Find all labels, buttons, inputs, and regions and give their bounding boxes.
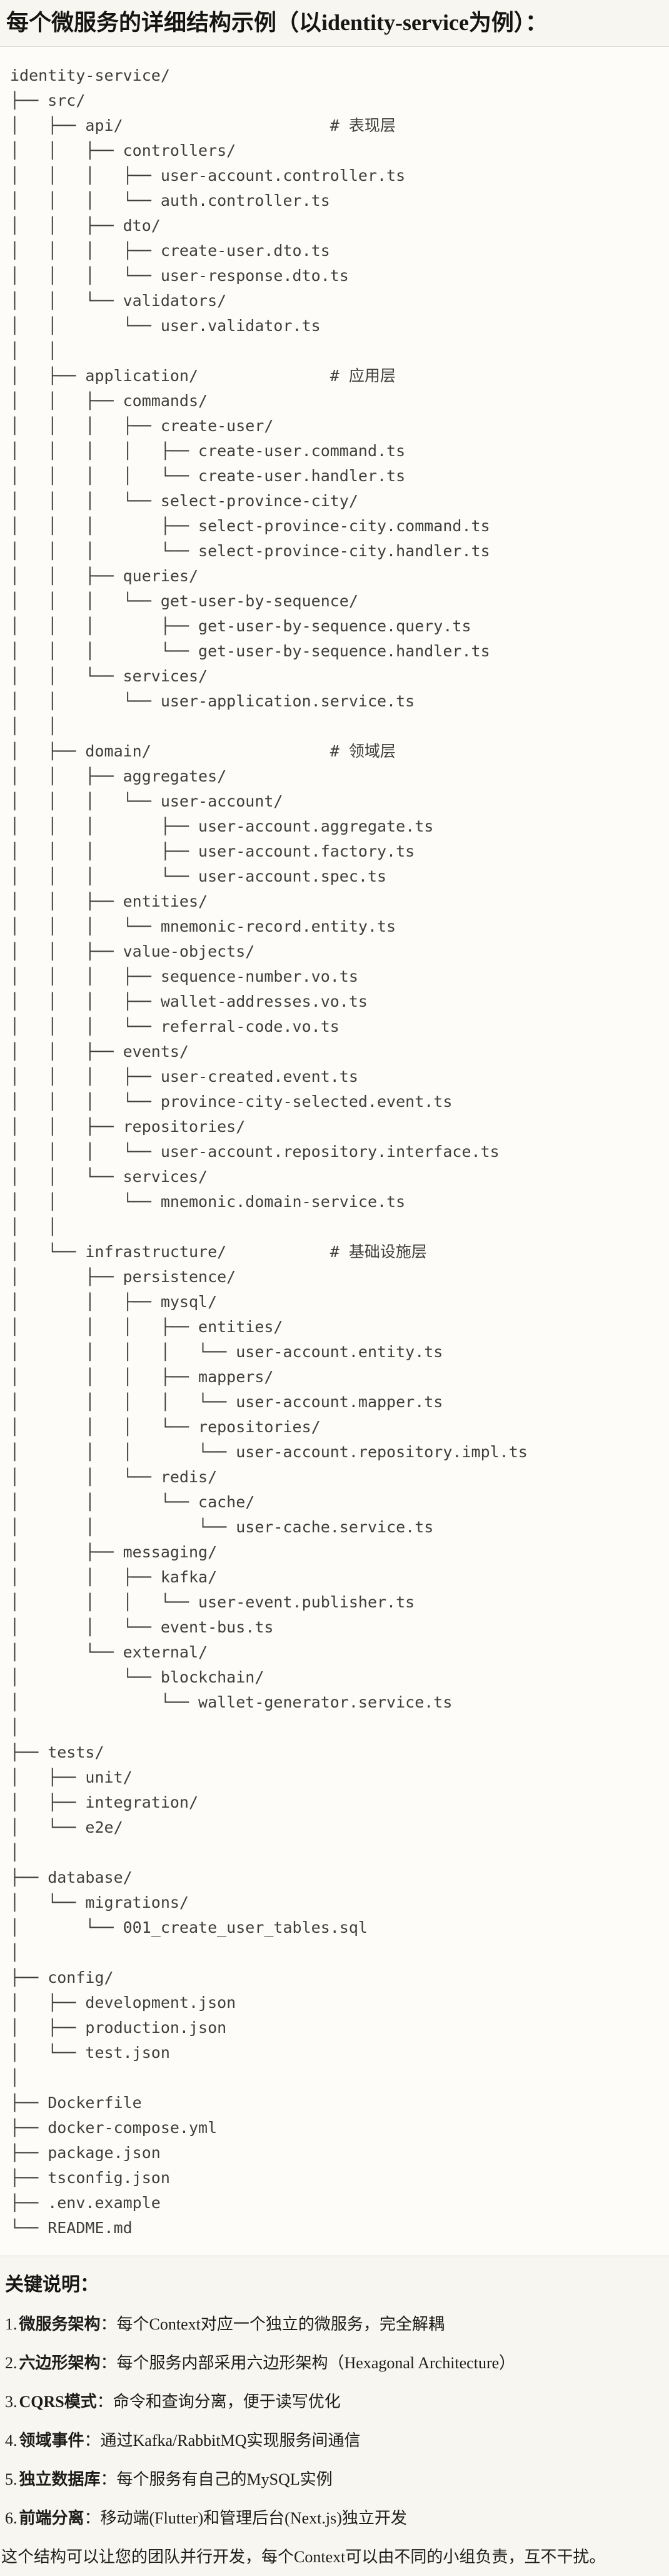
notes-section: 关键说明： 1.微服务架构：每个Context对应一个独立的微服务，完全解耦 2… [0,2256,669,2568]
item-label: 前端分离 [19,2509,84,2527]
notes-heading: 关键说明： [5,2274,99,2295]
item-number: 2. [5,2354,18,2372]
list-item: 2.六边形架构：每个服务内部采用六边形架构（Hexagonal Architec… [5,2353,663,2373]
item-text: 通过Kafka/RabbitMQ实现服务间通信 [100,2431,361,2450]
item-separator: ： [100,2470,117,2488]
footer-paragraph: 这个结构可以让您的团队并行开发，每个Context可以由不同的小组负责，互不干扰… [1,2548,606,2566]
code-block: identity-service/ ├── src/ │ ├── api/ # … [0,46,669,2256]
item-text: 每个Context对应一个独立的微服务，完全解耦 [116,2315,445,2333]
item-label: 独立数据库 [19,2470,101,2488]
list-item: 3.CQRS模式：命令和查询分离，便于读写优化 [5,2391,663,2412]
item-label: 六边形架构 [19,2354,101,2372]
item-text: 命令和查询分离，便于读写优化 [113,2393,341,2411]
item-label: CQRS模式 [19,2393,97,2411]
list-item: 6.前端分离：移动端(Flutter)和管理后台(Next.js)独立开发 [5,2508,663,2528]
item-number: 1. [5,2315,18,2333]
item-label: 微服务架构 [19,2315,101,2333]
item-label: 领域事件 [19,2431,84,2450]
item-text: 每个服务内部采用六边形架构（Hexagonal Architecture） [116,2354,516,2372]
item-text: 每个服务有自己的MySQL实例 [116,2470,333,2488]
item-number: 6. [5,2509,18,2527]
item-separator: ： [84,2431,101,2450]
item-separator: ： [100,2354,117,2372]
list-item: 1.微服务架构：每个Context对应一个独立的微服务，完全解耦 [5,2314,663,2334]
item-text: 移动端(Flutter)和管理后台(Next.js)独立开发 [100,2509,407,2527]
item-number: 4. [5,2431,18,2450]
list-item: 4.领域事件：通过Kafka/RabbitMQ实现服务间通信 [5,2430,663,2451]
item-separator: ： [84,2509,101,2527]
item-number: 5. [5,2470,18,2488]
directory-tree: identity-service/ ├── src/ │ ├── api/ # … [10,66,528,2237]
list-item: 5.独立数据库：每个服务有自己的MySQL实例 [5,2469,663,2490]
item-number: 3. [5,2393,18,2411]
page-title: 每个微服务的详细结构示例（以identity-service为例）： [6,10,548,35]
item-separator: ： [96,2393,113,2411]
item-separator: ： [100,2315,117,2333]
